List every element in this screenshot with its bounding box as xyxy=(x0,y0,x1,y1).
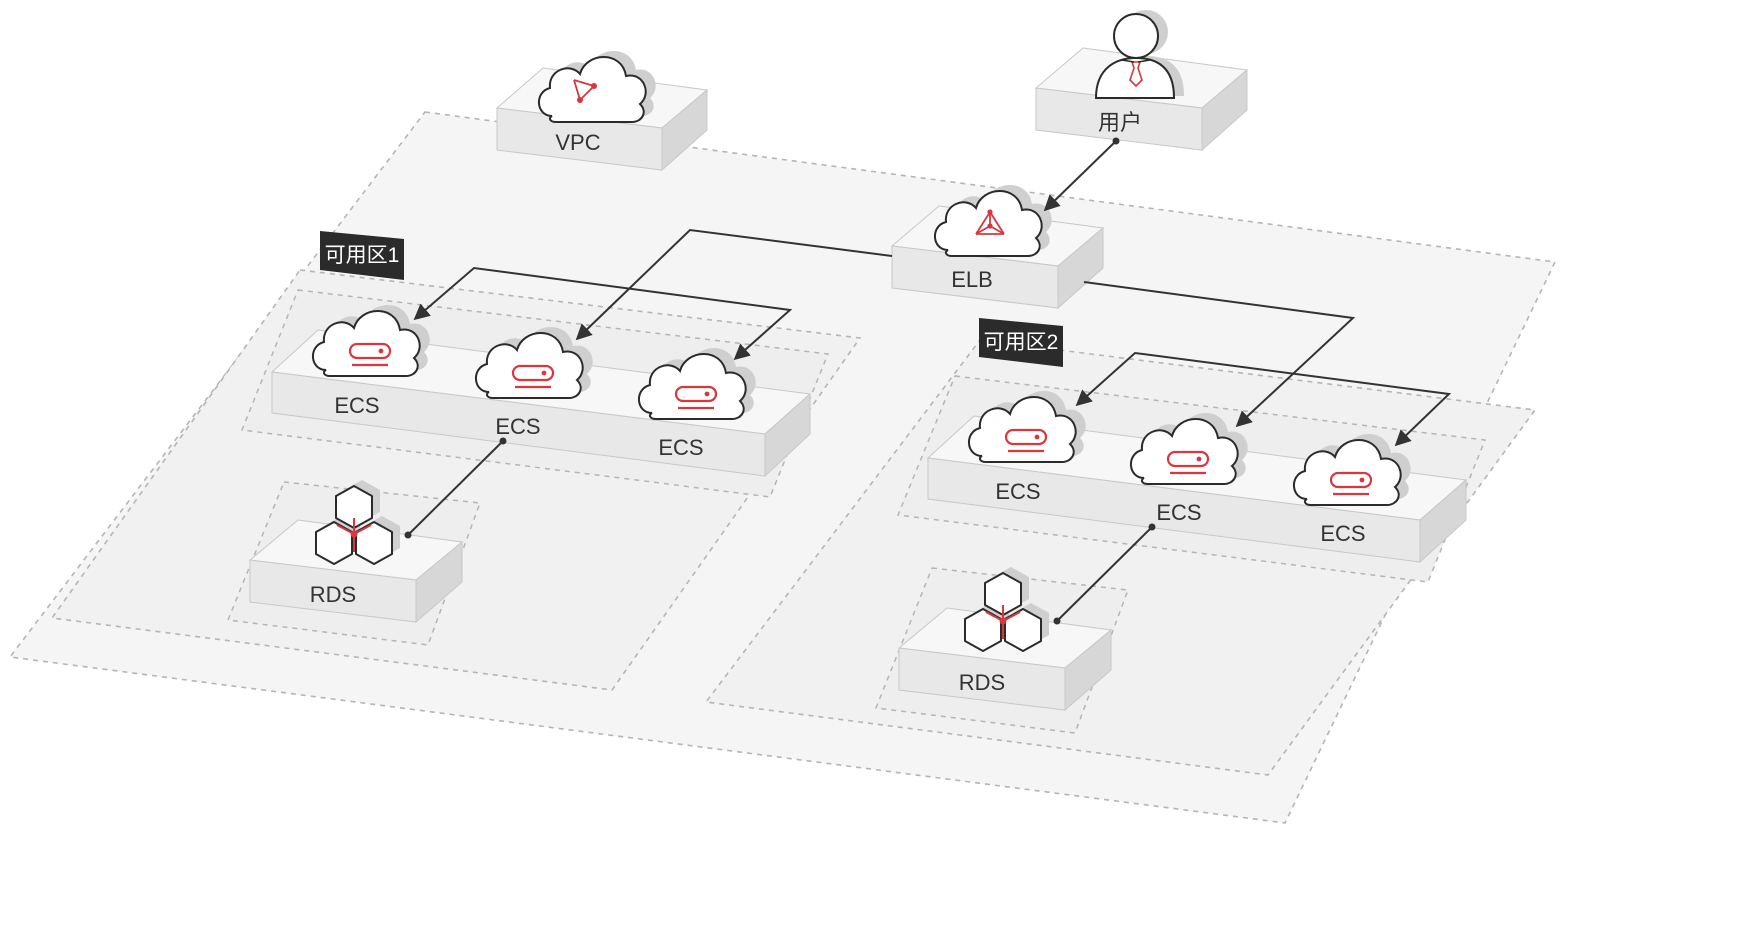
az2-ecs-node-3[interactable]: ECS xyxy=(1292,433,1412,546)
user-icon xyxy=(1094,10,1184,99)
zone-az1-label: 可用区1 xyxy=(325,244,400,267)
ecs-label: ECS xyxy=(995,479,1040,504)
vpc-node[interactable]: VPC xyxy=(495,50,709,172)
user-label: 用户 xyxy=(1098,110,1142,135)
elb-cloud-icon xyxy=(933,184,1053,257)
az1-ecs-node-2[interactable]: ECS xyxy=(474,326,594,439)
rds-label: RDS xyxy=(310,582,356,607)
elb-to-az1-ecs1-3-line xyxy=(413,266,793,361)
rds-label: RDS xyxy=(959,670,1005,695)
ecs-label: ECS xyxy=(1320,521,1365,546)
elb-to-az2-ecs2-line xyxy=(1083,281,1356,428)
connections xyxy=(404,137,1452,625)
zone-az2-label: 可用区2 xyxy=(984,331,1059,354)
az2-ecs-node-1[interactable]: ECS xyxy=(967,390,1087,504)
zone-az1-tag: 可用区1 xyxy=(320,231,404,280)
ecs-label: ECS xyxy=(1156,500,1201,525)
elb-to-az1-ecs2-line xyxy=(575,228,893,341)
ecs-label: ECS xyxy=(334,393,379,418)
user-node[interactable]: 用户 xyxy=(1034,10,1249,152)
ecs-label: ECS xyxy=(495,414,540,439)
elb-to-az2-ecs1-3-line xyxy=(1075,351,1452,447)
elb-label: ELB xyxy=(951,267,993,292)
az1-ecs-node-3[interactable]: ECS xyxy=(637,347,757,460)
az2-ecs-node-2[interactable]: ECS xyxy=(1129,412,1249,525)
az1-ecs-node-1[interactable]: ECS xyxy=(311,304,431,418)
az1-ecs-to-rds-line xyxy=(407,440,504,536)
user-to-elb-line xyxy=(1043,140,1117,212)
vpc-cloud-icon xyxy=(537,50,657,123)
elb-node[interactable]: ELB xyxy=(890,184,1105,310)
az2-ecs-to-rds-line xyxy=(1056,526,1153,622)
zone-az2-tag: 可用区2 xyxy=(979,318,1063,367)
ecs-label: ECS xyxy=(658,435,703,460)
vpc-label: VPC xyxy=(555,130,600,155)
